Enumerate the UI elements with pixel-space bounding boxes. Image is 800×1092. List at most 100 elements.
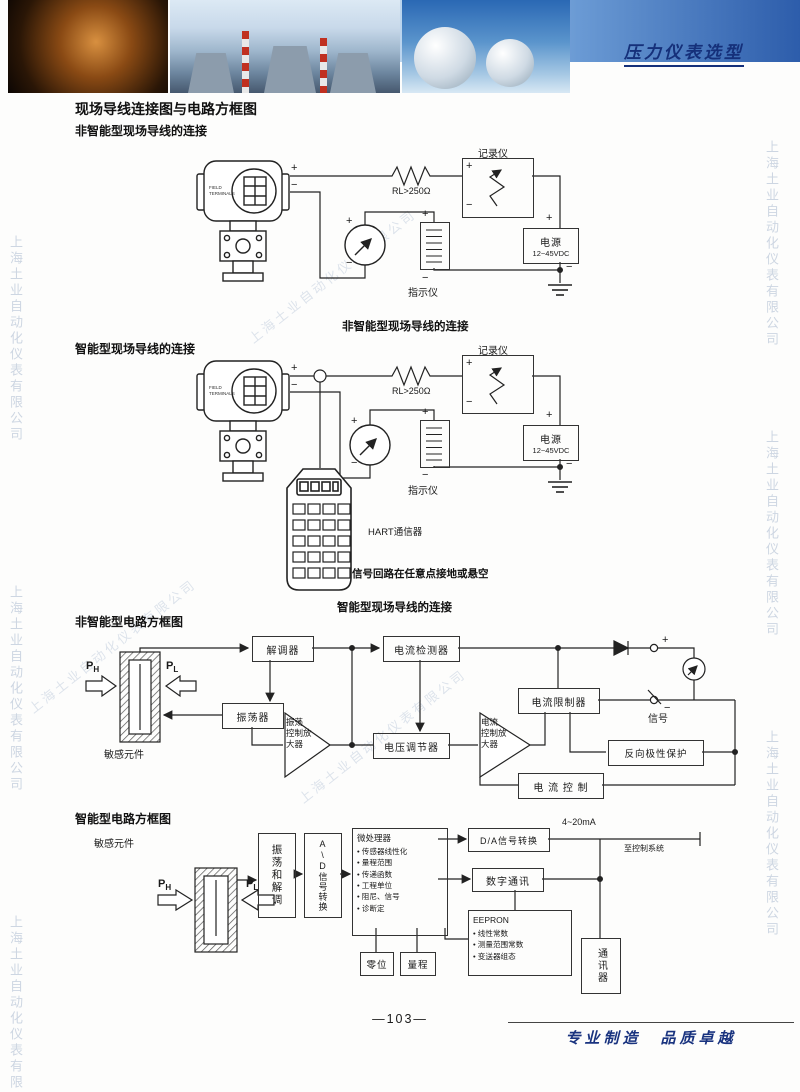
recorder-label: 记录仪 <box>478 149 508 160</box>
zero-box: 零位 <box>360 952 394 976</box>
d3-heading: 非智能型电路方框图 <box>75 615 184 629</box>
polarity-label: − <box>291 379 298 391</box>
transmitter-symbol <box>196 160 290 282</box>
indicator-box <box>420 222 450 270</box>
communicator-box: 通讯器 <box>581 938 621 994</box>
p-letter: P <box>86 660 94 672</box>
photo-handshake <box>8 0 168 93</box>
digital-comm-box: 数字通讯 <box>472 868 544 892</box>
loop-resistor-label: RL>250Ω <box>392 186 431 196</box>
current-control-amp-label: 电流 控制放 大器 <box>481 717 507 750</box>
polarity-label: − <box>466 396 473 408</box>
d4-blocks-wiring <box>157 832 701 953</box>
recorder-label: 记录仪 <box>478 346 508 357</box>
gas-sphere <box>486 39 534 87</box>
power-voltage-label: 12~45VDC <box>532 446 570 455</box>
span-box: 量程 <box>400 952 436 976</box>
eeprom-box: EEPRON 线性常数 测量范围常数 变送器组态 <box>468 910 572 976</box>
oscillator-box: 振荡器 <box>222 703 284 729</box>
signal-label: 信号 <box>648 714 668 725</box>
eeprom-item: 变送器组态 <box>473 951 567 962</box>
voltage-regulator-box: 电压调节器 <box>373 733 450 759</box>
photo-power-plant <box>170 0 400 93</box>
gas-sphere <box>414 27 476 89</box>
microprocessor-title: 微处理器 <box>357 833 392 843</box>
ground-symbol <box>547 481 573 493</box>
pl-label: PL <box>246 878 258 892</box>
sensor-label: 敏感元件 <box>94 839 134 850</box>
power-label: 电源 <box>540 238 562 249</box>
microprocessor-box: 微处理器 传感器线性化 量程范围 传递函数 工程单位 阻尼、信号 诊断定 <box>352 828 448 936</box>
d2-caption: 智能型现场导线的连接 <box>337 602 452 614</box>
ph-arrow <box>85 674 118 698</box>
polarity-label: + <box>466 357 473 369</box>
ph-arrow <box>157 888 194 912</box>
pl-label: PL <box>166 660 178 674</box>
indicator-label: 指示仪 <box>408 486 438 497</box>
d1-wiring <box>290 165 563 283</box>
polarity-label: + <box>291 162 298 174</box>
polarity-label: − <box>422 469 429 481</box>
osc-control-amp-label: 振荡 控制放 大器 <box>286 717 312 750</box>
power-voltage-label: 12~45VDC <box>532 249 570 258</box>
micro-item: 工程单位 <box>357 880 443 891</box>
page-title: 现场导线连接图与电路方框图 <box>75 101 257 117</box>
polarity-label: + <box>546 212 553 224</box>
eeprom-item: 测量范围常数 <box>473 939 567 950</box>
transmitter-symbol <box>196 360 290 482</box>
chimney <box>320 38 327 93</box>
polarity-label: + <box>346 215 353 227</box>
ad-converter-box: A\D信号转换 <box>304 833 342 918</box>
polarity-label: + <box>546 409 553 421</box>
ground-symbol <box>547 284 573 296</box>
polarity-label: + <box>351 415 358 427</box>
ph-label: PH <box>158 878 171 892</box>
d3-blocks-wiring <box>85 640 738 786</box>
photo-gas-spheres <box>402 0 570 93</box>
micro-item: 传感器线性化 <box>357 846 443 857</box>
micro-item: 阻尼、信号 <box>357 891 443 902</box>
d1-caption: 非智能型现场导线的连接 <box>342 321 469 333</box>
osc-demod-box: 振荡和解调 <box>258 833 296 918</box>
current-limiter-box: 电流限制器 <box>518 688 600 714</box>
recorder-box <box>462 355 534 414</box>
polarity-label: − <box>566 261 573 273</box>
page-number: —103— <box>372 1012 428 1026</box>
p-letter: P <box>158 878 166 890</box>
header-banner-title: 压力仪表选型 <box>624 38 744 67</box>
h-sub: H <box>93 665 100 675</box>
to-control-system-label: 至控制系统 <box>624 844 664 853</box>
power-supply-box: 电源 12~45VDC <box>523 425 579 461</box>
eeprom-title: EEPRON <box>473 915 509 925</box>
d1-heading: 非智能型现场导线的连接 <box>75 124 208 138</box>
current-detector-box: 电流检测器 <box>383 636 460 662</box>
h-sub: H <box>165 883 172 893</box>
cooling-tower <box>264 46 316 93</box>
indicator-box <box>420 420 450 468</box>
demodulator-box: 解调器 <box>252 636 314 662</box>
power-label: 电源 <box>540 435 562 446</box>
polarity-label: − <box>566 458 573 470</box>
eeprom-item: 线性常数 <box>473 928 567 939</box>
power-supply-box: 电源 12~45VDC <box>523 228 579 264</box>
polarity-label: − <box>466 199 473 211</box>
cooling-tower <box>330 53 376 93</box>
pl-arrow <box>164 674 197 698</box>
current-control-box: 电 流 控 制 <box>518 773 604 799</box>
polarity-label: − <box>351 457 358 469</box>
ph-label: PH <box>86 660 99 674</box>
polarity-label: − <box>291 179 298 191</box>
hart-communicator-symbol <box>286 468 352 591</box>
micro-item: 诊断定 <box>357 903 443 914</box>
polarity-label: + <box>422 406 429 418</box>
d2-note: 信号回路在任意点接地或悬空 <box>352 568 489 580</box>
hart-label: HART通信器 <box>368 527 423 538</box>
polarity-label: − <box>664 702 671 714</box>
sensor-label: 敏感元件 <box>104 750 144 761</box>
osc-control-amp-triangle <box>284 711 332 779</box>
polarity-label: + <box>662 634 669 646</box>
da-converter-box: D/A信号转换 <box>468 828 550 852</box>
polarity-label: − <box>346 257 353 269</box>
